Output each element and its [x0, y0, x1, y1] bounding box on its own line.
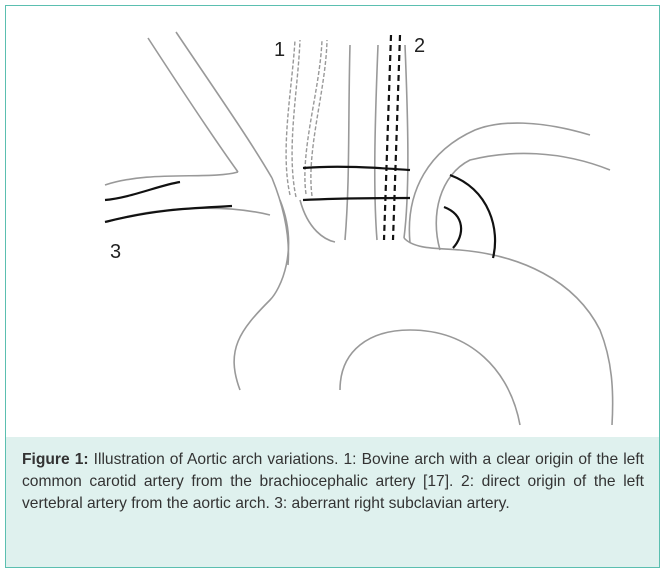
arch-outer [460, 250, 613, 425]
bovine-line-d [311, 40, 327, 196]
arch-inner [340, 330, 520, 425]
vertebral-left-wall [375, 45, 378, 240]
carotid-right-wall [345, 45, 350, 240]
figure-caption: Figure 1: Illustration of Aortic arch va… [22, 449, 644, 515]
aorta-outline [105, 32, 613, 425]
crossing-line-top [303, 167, 410, 170]
caption-text: Illustration of Aortic arch variations. … [22, 451, 644, 512]
label-3: 3 [110, 241, 121, 263]
ascending-aorta-wall [234, 200, 288, 390]
arch-top [404, 238, 460, 250]
vertebral-dash-a [384, 35, 391, 240]
left-subclavian-outer [436, 153, 610, 250]
bovine-line-c [305, 40, 322, 194]
variation-1-bovine [286, 40, 327, 197]
bovine-line-b [292, 40, 300, 197]
brachio-inner-wall [272, 178, 288, 265]
vertebral-right-wall [404, 45, 408, 238]
brachiocephalic-lower-wall [176, 32, 272, 178]
caption-label: Figure 1: [22, 451, 89, 468]
label-1: 1 [274, 39, 285, 61]
aortic-arch-diagram: 1 2 3 [0, 0, 667, 440]
label-2: 2 [414, 35, 425, 57]
left-arc-inner [444, 207, 461, 248]
vertebral-dash-b [393, 35, 400, 240]
aberrant-line-top [105, 182, 180, 200]
variation-2-vertebral [384, 35, 400, 240]
carotid-left-wall [300, 200, 335, 242]
